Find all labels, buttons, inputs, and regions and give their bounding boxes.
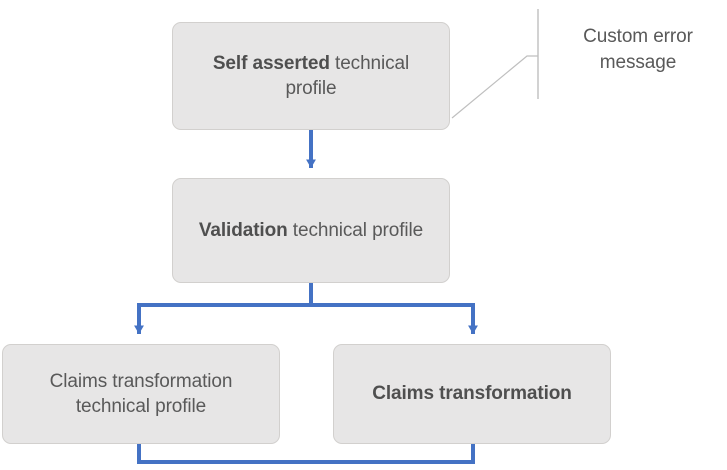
node-claims-transformation-technical-profile-label: Claims transformation technical profile — [49, 370, 233, 417]
node-claims-transformation-technical-profile[interactable]: Claims transformation technical profile — [2, 344, 280, 444]
node-validation-label-bold: Validation — [198, 219, 288, 241]
node-validation-technical-profile[interactable]: Validation technical profile — [172, 178, 450, 283]
node-self-asserted-label-rest: technical profile — [285, 52, 410, 99]
node-validation-label: Validation technical profile — [199, 218, 423, 243]
node-claims-transformation-label: Claims transformation — [372, 381, 572, 406]
node-self-asserted-label: Self asserted technical profile — [185, 51, 437, 102]
connector-validation-split — [134, 283, 478, 334]
node-validation-label-rest: technical profile — [287, 219, 424, 241]
node-claims-transformation-label-bold: Claims transformation — [372, 383, 572, 405]
error-callout-leader — [451, 9, 539, 119]
annotation-custom-error-message: Custom error message — [583, 26, 693, 74]
node-self-asserted-technical-profile[interactable]: Self asserted technical profile — [172, 22, 450, 130]
node-self-asserted-label-bold: Self asserted — [212, 52, 330, 74]
node-claims-transformation[interactable]: Claims transformation — [333, 344, 611, 444]
